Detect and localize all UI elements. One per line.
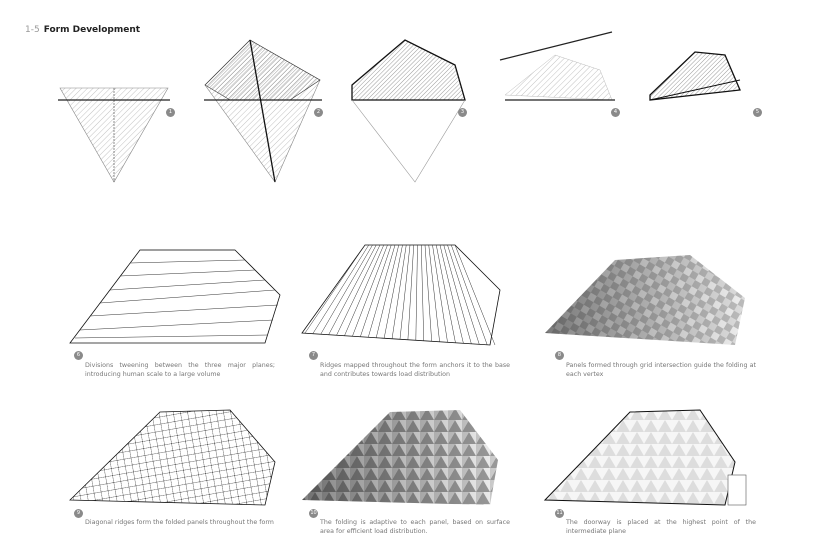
step-badge: 4 bbox=[611, 108, 620, 117]
ridge-line bbox=[436, 244, 456, 343]
section-number: 1-5 bbox=[25, 25, 40, 35]
panel-badge: 10 bbox=[309, 509, 318, 518]
doorway bbox=[727, 474, 747, 506]
ridge-line bbox=[304, 244, 366, 334]
panel-badge: 11 bbox=[555, 509, 564, 518]
panel-caption: Ridges mapped throughout the form anchor… bbox=[320, 362, 510, 378]
ridge-line bbox=[407, 244, 414, 340]
step-4-diagram bbox=[499, 31, 615, 101]
ridge-line bbox=[391, 244, 407, 339]
ridge-line bbox=[428, 244, 440, 342]
ridge-line bbox=[383, 244, 403, 339]
panel-caption: The folding is adaptive to each panel, b… bbox=[320, 519, 510, 535]
step-5-diagram bbox=[649, 51, 741, 101]
ridge-line bbox=[432, 244, 448, 343]
panel-7-diagram bbox=[301, 244, 501, 346]
section-title: Form Development bbox=[43, 25, 141, 35]
panel-caption: Panels formed through grid intersection … bbox=[566, 362, 756, 378]
ridge-line bbox=[443, 244, 472, 344]
ridge-line bbox=[368, 244, 396, 338]
ridge-line bbox=[399, 244, 411, 340]
panel-caption: Diagonal ridges form the folded panels t… bbox=[85, 519, 274, 526]
ridge-line bbox=[454, 244, 496, 346]
ridge-line bbox=[336, 244, 381, 336]
ridge-line bbox=[312, 244, 369, 334]
panel-8-diagram bbox=[545, 255, 745, 345]
panel-11-diagram bbox=[543, 409, 747, 506]
step-2-diagram bbox=[204, 39, 322, 183]
panel-badge: 8 bbox=[555, 351, 564, 360]
ridge-line bbox=[328, 244, 377, 335]
ridge-line bbox=[415, 244, 418, 341]
panel-9-diagram bbox=[69, 409, 276, 506]
panel-6-diagram bbox=[69, 249, 281, 344]
ridge-line bbox=[320, 244, 373, 335]
step-badge: 3 bbox=[458, 108, 467, 117]
panel-caption: Divisions tweening between the three maj… bbox=[85, 362, 275, 378]
ridge-line bbox=[424, 244, 432, 342]
panel-badge: 7 bbox=[309, 351, 318, 360]
ridge-line bbox=[439, 244, 464, 344]
panel-badge: 6 bbox=[74, 351, 83, 360]
ridge-line bbox=[352, 244, 388, 337]
ridge-line bbox=[421, 244, 424, 341]
ridge-line bbox=[360, 244, 392, 337]
step-1-diagram bbox=[58, 87, 170, 183]
panel-badge: 9 bbox=[74, 509, 83, 518]
step-3-diagram bbox=[351, 39, 466, 183]
step-badge: 1 bbox=[166, 108, 175, 117]
step-badge: 2 bbox=[314, 108, 323, 117]
step-badge: 5 bbox=[753, 108, 762, 117]
panel-10-diagram bbox=[302, 410, 498, 505]
panel-caption: The doorway is placed at the highest poi… bbox=[566, 519, 756, 535]
ridge-line bbox=[344, 244, 384, 336]
ridge-line bbox=[376, 244, 399, 338]
ridge-line bbox=[447, 244, 480, 345]
ridge-line bbox=[451, 244, 488, 345]
